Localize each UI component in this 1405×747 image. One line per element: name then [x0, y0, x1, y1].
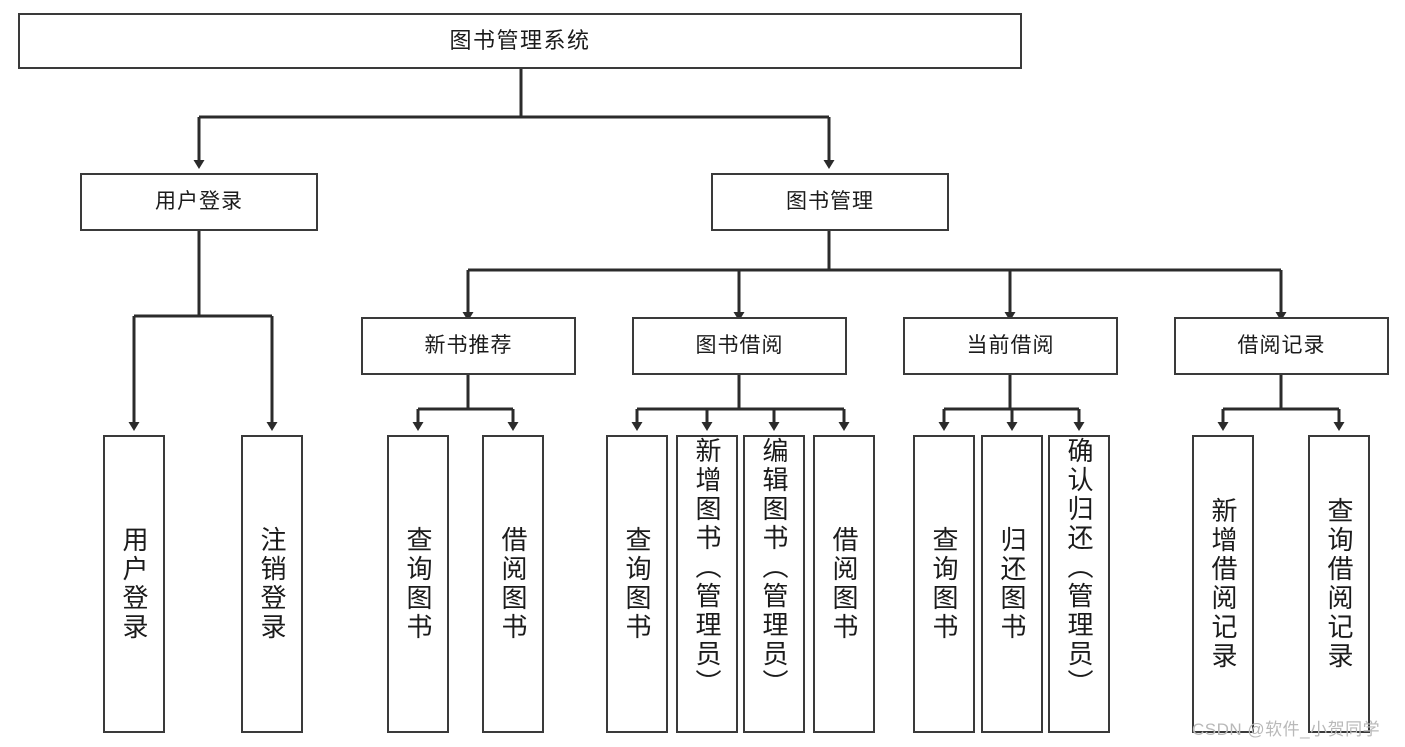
node-borrow-record[interactable]: 借阅记录 [1174, 317, 1389, 375]
node-leaf-add-book-label: 新增图书（管理员） [692, 437, 722, 698]
node-leaf-query-book-3-label: 查询图书 [929, 526, 959, 642]
node-user-login[interactable]: 用户登录 [80, 173, 318, 231]
csdn-watermark: CSDN @软件_小贺同学 [1192, 720, 1381, 739]
node-user-login-label: 用户登录 [155, 189, 243, 213]
node-leaf-add-record-label: 新增借阅记录 [1208, 497, 1238, 671]
node-root[interactable]: 图书管理系统 [18, 13, 1022, 69]
node-leaf-logout[interactable]: 注销登录 [241, 435, 303, 733]
node-leaf-user-login-label: 用户登录 [119, 526, 149, 642]
node-root-label: 图书管理系统 [449, 28, 591, 54]
node-leaf-confirm-return[interactable]: 确认归还（管理员） [1048, 435, 1110, 733]
node-leaf-borrow-book-1-label: 借阅图书 [498, 526, 528, 642]
node-leaf-borrow-book-1[interactable]: 借阅图书 [482, 435, 544, 733]
node-new-book-recommend-label: 新书推荐 [424, 333, 513, 357]
node-leaf-query-book-1-label: 查询图书 [403, 526, 433, 642]
node-current-borrow-label: 当前借阅 [966, 333, 1055, 357]
node-new-book-recommend[interactable]: 新书推荐 [361, 317, 576, 375]
node-leaf-user-login[interactable]: 用户登录 [103, 435, 165, 733]
node-leaf-edit-book[interactable]: 编辑图书（管理员） [743, 435, 805, 733]
node-leaf-query-book-2[interactable]: 查询图书 [606, 435, 668, 733]
node-current-borrow[interactable]: 当前借阅 [903, 317, 1118, 375]
node-leaf-return-book-label: 归还图书 [997, 526, 1027, 642]
node-leaf-logout-label: 注销登录 [257, 526, 287, 642]
node-borrow-record-label: 借阅记录 [1237, 333, 1326, 357]
node-leaf-borrow-book-2-label: 借阅图书 [829, 526, 859, 642]
node-book-borrow-label: 图书借阅 [695, 333, 784, 357]
node-leaf-query-record-label: 查询借阅记录 [1324, 497, 1354, 671]
node-leaf-return-book[interactable]: 归还图书 [981, 435, 1043, 733]
node-leaf-query-book-2-label: 查询图书 [622, 526, 652, 642]
node-leaf-query-book-1[interactable]: 查询图书 [387, 435, 449, 733]
node-leaf-confirm-return-label: 确认归还（管理员） [1064, 437, 1094, 698]
node-book-manage[interactable]: 图书管理 [711, 173, 949, 231]
node-leaf-add-book[interactable]: 新增图书（管理员） [676, 435, 738, 733]
node-book-borrow[interactable]: 图书借阅 [632, 317, 847, 375]
node-leaf-edit-book-label: 编辑图书（管理员） [759, 437, 789, 698]
node-leaf-query-record[interactable]: 查询借阅记录 [1308, 435, 1370, 733]
node-leaf-borrow-book-2[interactable]: 借阅图书 [813, 435, 875, 733]
node-leaf-query-book-3[interactable]: 查询图书 [913, 435, 975, 733]
node-leaf-add-record[interactable]: 新增借阅记录 [1192, 435, 1254, 733]
node-book-manage-label: 图书管理 [786, 189, 874, 213]
